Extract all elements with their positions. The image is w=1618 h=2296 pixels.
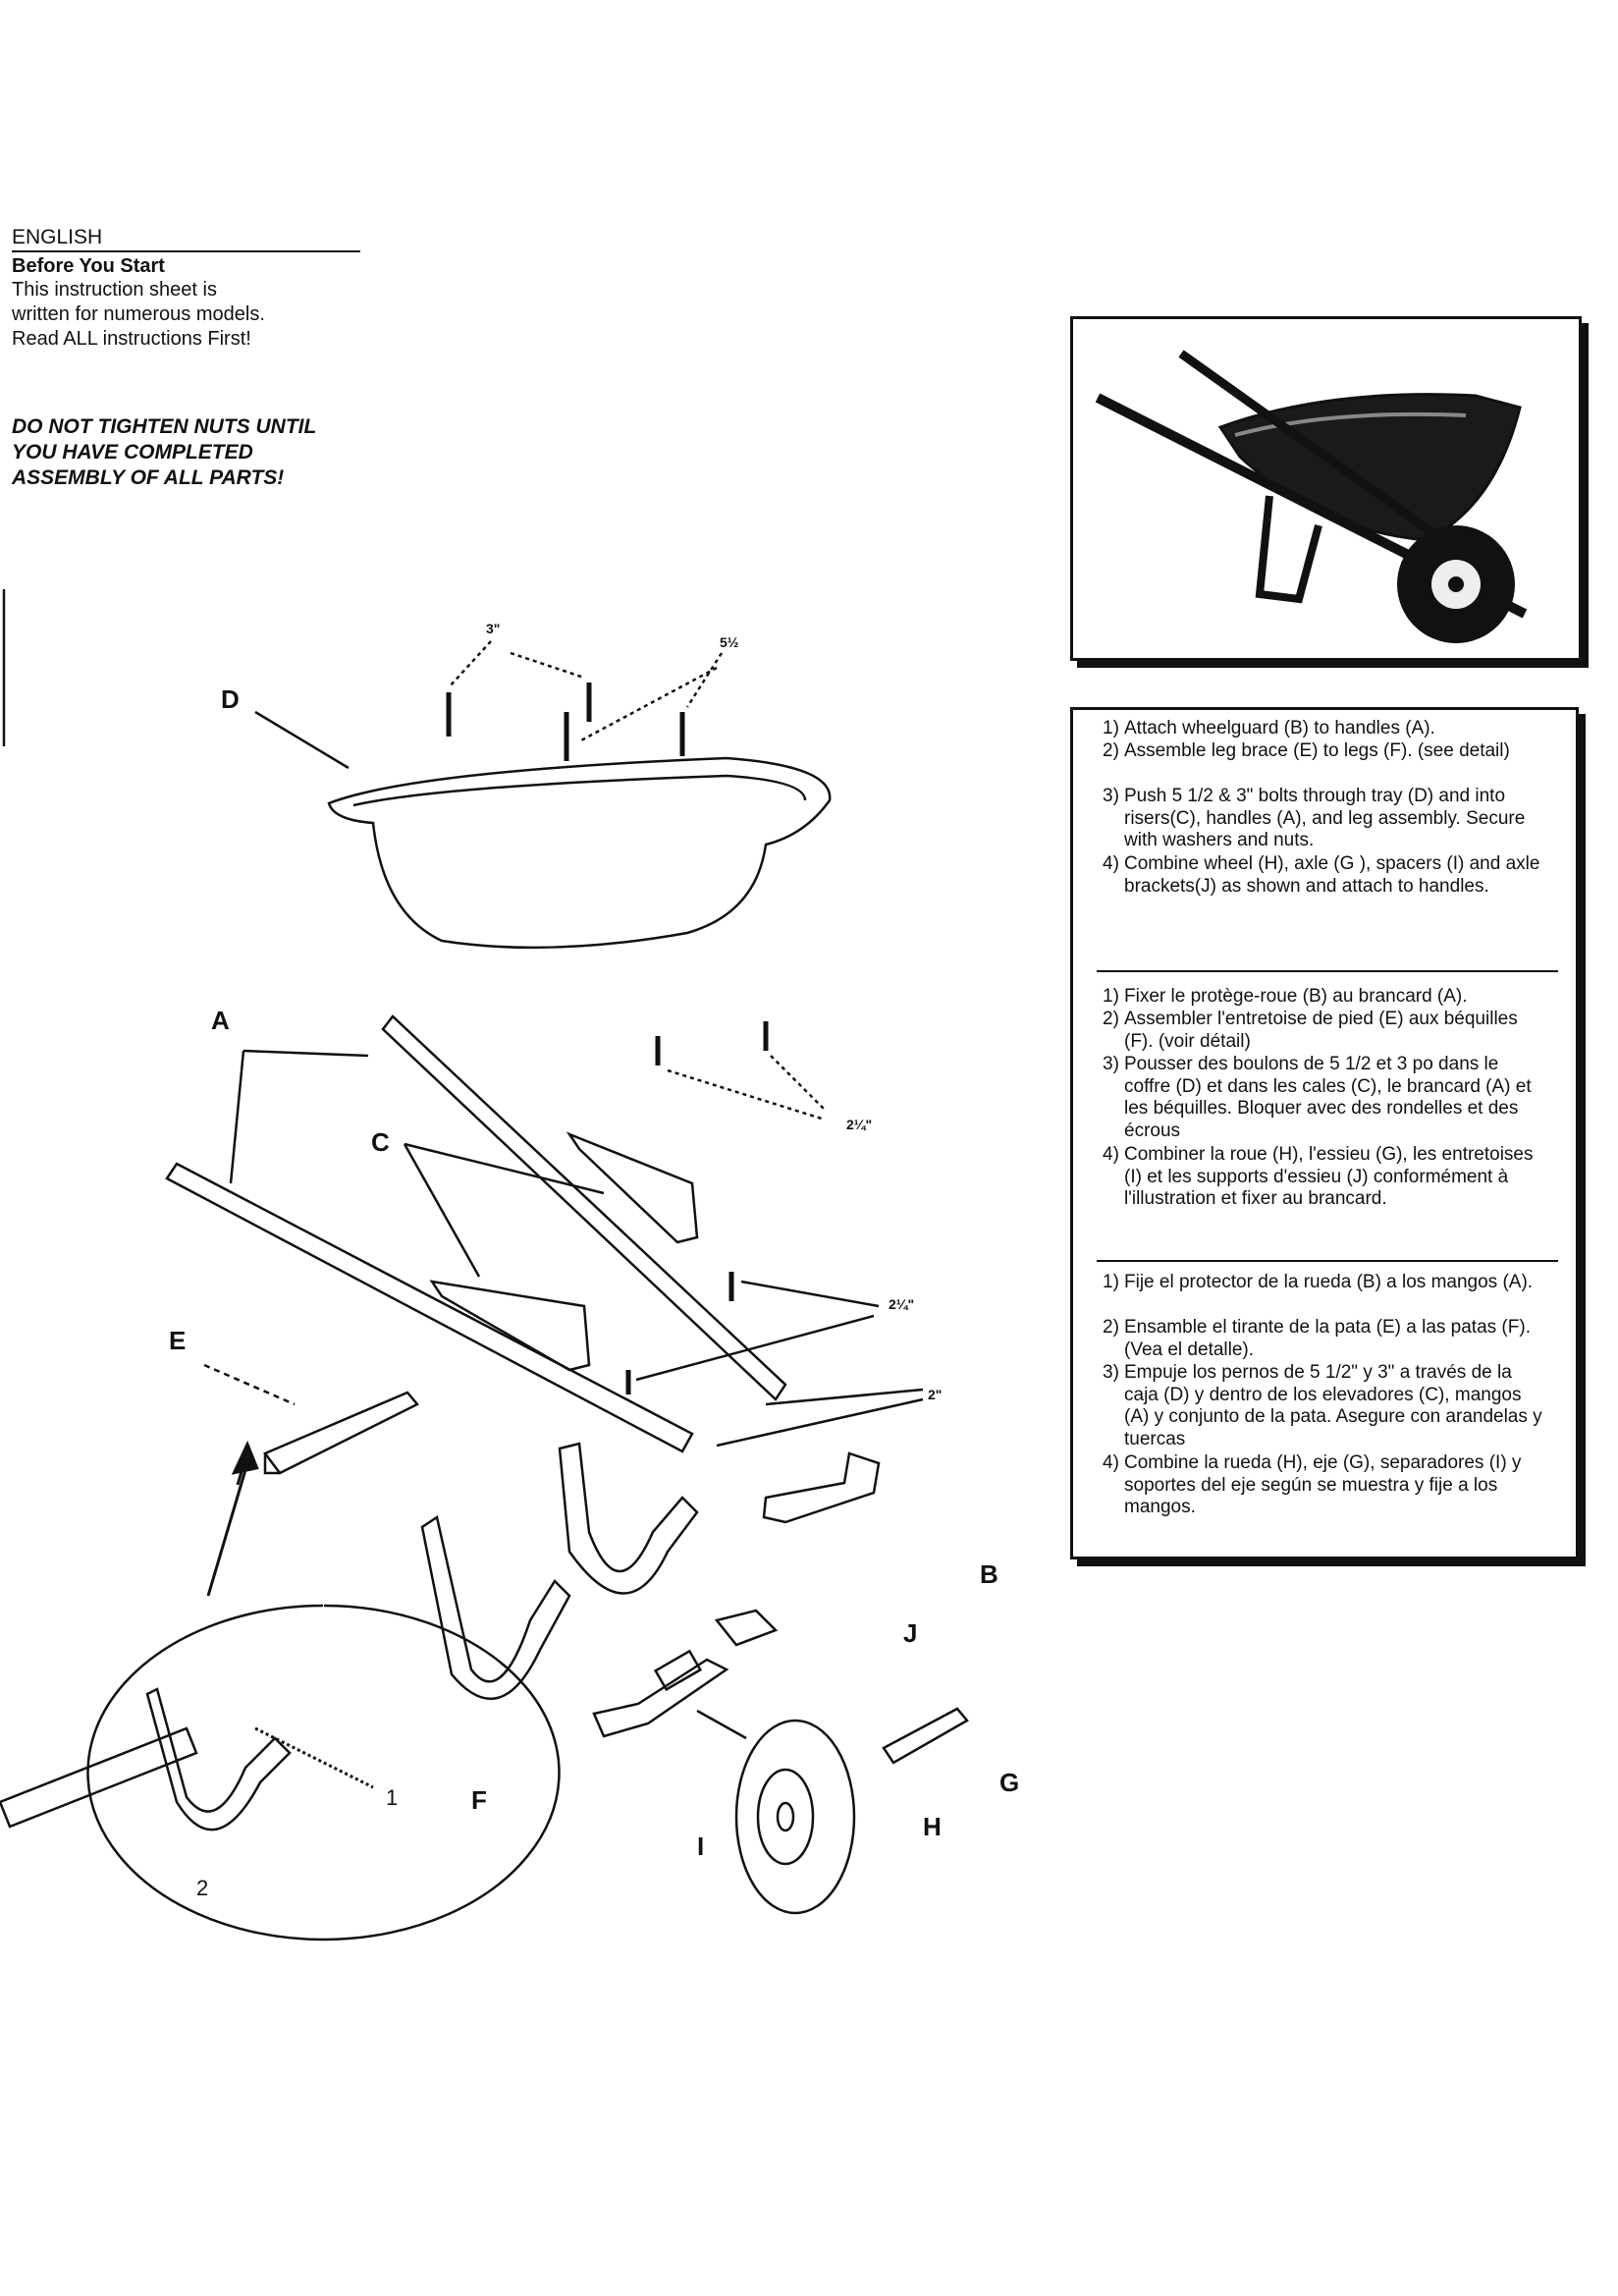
english-step-3: 3)Push 5 1/2 & 3" bolts through tray (D)…: [1103, 786, 1526, 850]
part-label-A: A: [211, 1006, 230, 1035]
spanish-step-3: 3)Empuje los pernos de 5 1/2" y 3" a tra…: [1103, 1362, 1542, 1449]
wheelguard: [762, 1451, 881, 1524]
part-label-J: J: [903, 1618, 918, 1648]
part-label-E: E: [169, 1326, 187, 1355]
part-label-C: C: [371, 1127, 390, 1157]
detail-step-2: 2: [196, 1876, 209, 1900]
part-label-B: B: [980, 1559, 998, 1589]
handle-back: [381, 1014, 787, 1401]
axle: [882, 1707, 969, 1765]
french-spanish-divider: [1097, 1260, 1558, 1262]
french-step-3: 3)Pousser des boulons de 5 1/2 et 3 po d…: [1103, 1054, 1532, 1141]
spanish-step-2: 2)Ensamble el tirante de la pata (E) a l…: [1103, 1317, 1531, 1360]
dim-3-leaders: [448, 640, 585, 688]
intro-line-3: Read ALL instructions First!: [12, 328, 251, 350]
handle-front: [165, 1162, 694, 1453]
leg-right: [558, 1442, 699, 1595]
leader-A-2: [229, 1050, 245, 1184]
leader-D: [254, 710, 350, 770]
leader-I: [696, 1709, 747, 1740]
warning-text: DO NOT TIGHTEN NUTS UNTIL YOU HAVE COMPL…: [12, 414, 385, 491]
intro-section: ENGLISH Before You Start This instructio…: [12, 226, 360, 352]
part-label-G: G: [999, 1768, 1020, 1797]
dim-2q2-leaders: [635, 1280, 880, 1382]
french-step-2: 2)Assembler l'entretoise de pied (E) aux…: [1103, 1009, 1518, 1052]
dim-2-quarter-2: 2¼": [889, 1296, 915, 1312]
intro-line-1: This instruction sheet is: [12, 279, 217, 301]
english-step-4: 4)Combine wheel (H), axle (G ), spacers …: [1103, 853, 1540, 897]
english-french-divider: [1097, 970, 1558, 972]
intro-line-2: written for numerous models.: [12, 303, 265, 325]
part-label-H: H: [923, 1812, 942, 1841]
detail-circle: [86, 1604, 561, 1941]
wheel-hub: [756, 1768, 815, 1866]
dim-5-leaders: [578, 652, 724, 743]
axle-bracket-left: [592, 1658, 729, 1738]
before-you-start-heading: Before You Start: [12, 255, 165, 277]
english-step-1: 1)Attach wheelguard (B) to handles (A).: [1103, 718, 1435, 738]
spanish-step-1: 1)Fije el protector de la rueda (B) a lo…: [1103, 1272, 1534, 1292]
part-label-I: I: [697, 1831, 705, 1861]
warning-line-1: DO NOT TIGHTEN NUTS UNTIL: [12, 415, 317, 438]
detail-dashed: [254, 1726, 374, 1789]
dim-5-half: 5½: [720, 634, 739, 650]
leader-A-1: [243, 1049, 369, 1058]
warning-line-2: YOU HAVE COMPLETED: [12, 441, 253, 464]
axle-bracket-right: [714, 1609, 779, 1647]
leg-brace-end: [263, 1453, 280, 1475]
wheel-outer: [734, 1719, 856, 1915]
tray-rim: [352, 774, 807, 807]
english-step-2: 2)Assemble leg brace (E) to legs (F). (s…: [1103, 740, 1510, 761]
leg-brace: [263, 1391, 419, 1475]
spacer: [653, 1649, 703, 1692]
warning-line-3: ASSEMBLY OF ALL PARTS!: [12, 466, 285, 489]
detail-arrow-line: [206, 1462, 249, 1597]
leader-C-2: [403, 1143, 481, 1278]
instructions-box: 1)Attach wheelguard (B) to handles (A). …: [1070, 707, 1579, 1559]
leg-left: [420, 1514, 571, 1700]
assembled-wheelbarrow-illustration: [1070, 316, 1582, 661]
detail-leg: [145, 1687, 292, 1831]
part-label-F: F: [471, 1785, 487, 1815]
dim-2-leaders: [716, 1388, 924, 1448]
dim-2-quarter-1: 2¼": [846, 1117, 873, 1132]
language-heading: ENGLISH: [12, 226, 360, 252]
leader-E: [203, 1363, 296, 1406]
dim-2q1-leaders: [667, 1055, 826, 1121]
leader-C-1: [404, 1142, 605, 1195]
french-step-4: 4)Combiner la roue (H), l'essieu (G), le…: [1103, 1144, 1534, 1209]
detail-step-1: 1: [386, 1785, 399, 1810]
wheel-center: [776, 1801, 795, 1832]
spanish-step-4: 4)Combine la rueda (H), eje (G), separad…: [1103, 1452, 1522, 1517]
part-label-D: D: [221, 684, 240, 714]
detail-handle: [0, 1726, 198, 1829]
tray-outline: [327, 756, 832, 950]
riser-right: [566, 1131, 699, 1244]
dim-3in: 3": [486, 621, 501, 636]
wheelbarrow-illustration-svg: [1095, 350, 1528, 643]
riser-left: [429, 1280, 591, 1372]
dim-2in: 2": [928, 1387, 943, 1402]
french-step-1: 1)Fixer le protège-roue (B) au brancard …: [1103, 986, 1468, 1007]
